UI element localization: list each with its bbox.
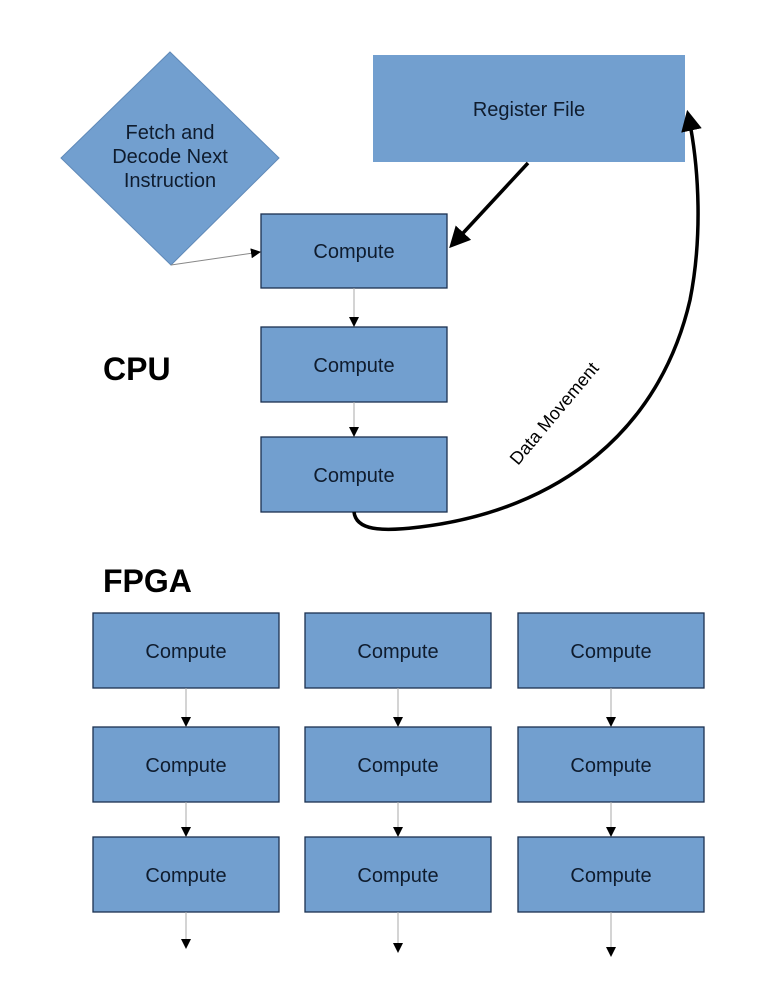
fpga-compute-box-c2-r3: Compute xyxy=(304,836,492,913)
fpga-compute-box-c1-r3: Compute xyxy=(92,836,280,913)
fpga-compute-box-c3-r2: Compute xyxy=(517,726,705,803)
fpga-compute-box-c1-r1: Compute xyxy=(92,612,280,689)
fpga-compute-box-c2-r2: Compute xyxy=(304,726,492,803)
cpu-compute-label-3: Compute xyxy=(313,465,394,487)
data-movement-label: Data Movement xyxy=(506,358,603,468)
cpu-compute-box-1: Compute xyxy=(260,213,448,289)
register-file-label: Register File xyxy=(473,99,585,121)
fpga-compute-label: Compute xyxy=(145,755,226,777)
fpga-compute-grid: ComputeComputeComputeComputeComputeCompu… xyxy=(92,612,705,957)
fpga-compute-label: Compute xyxy=(357,865,438,887)
fetch-line-1: Fetch and xyxy=(126,122,215,144)
cpu-compute-box-2: Compute xyxy=(260,326,448,403)
fpga-compute-box-c2-r1: Compute xyxy=(304,612,492,689)
cpu-label: CPU xyxy=(103,351,171,387)
fpga-compute-box-c3-r3: Compute xyxy=(517,836,705,913)
fpga-compute-box-c3-r1: Compute xyxy=(517,612,705,689)
fpga-compute-label: Compute xyxy=(570,641,651,663)
fpga-compute-label: Compute xyxy=(357,641,438,663)
register-to-compute-arrow xyxy=(449,161,530,249)
cpu-compute-box-3: Compute xyxy=(260,436,448,513)
fetch-line-3: Instruction xyxy=(124,170,216,192)
fpga-compute-label: Compute xyxy=(357,755,438,777)
fpga-compute-label: Compute xyxy=(145,641,226,663)
fpga-label: FPGA xyxy=(103,563,192,599)
fpga-compute-label: Compute xyxy=(570,865,651,887)
fpga-compute-label: Compute xyxy=(570,755,651,777)
cpu-compute-label-1: Compute xyxy=(313,241,394,263)
fpga-compute-label: Compute xyxy=(145,865,226,887)
fetch-line-2: Decode Next xyxy=(112,146,228,168)
register-file-box: Register File xyxy=(373,55,685,162)
fetch-to-compute-arrow xyxy=(170,248,261,266)
fetch-decode-diamond: Fetch and Decode Next Instruction xyxy=(60,51,280,266)
fpga-compute-box-c1-r2: Compute xyxy=(92,726,280,803)
cpu-compute-label-2: Compute xyxy=(313,355,394,377)
data-movement-arrow xyxy=(352,109,702,532)
